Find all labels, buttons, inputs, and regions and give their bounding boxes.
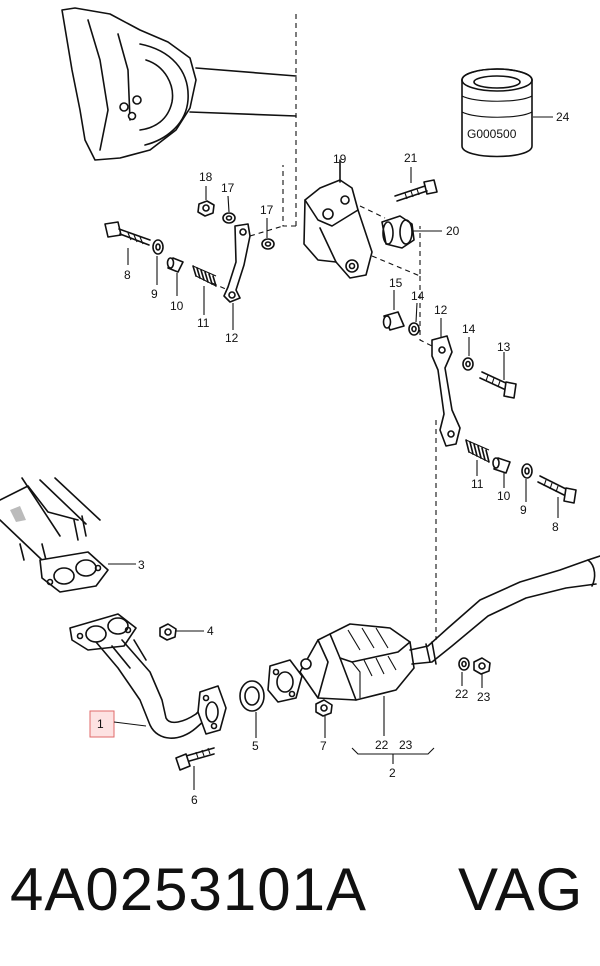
callout-15: 15 [389,276,403,290]
transmission-housing [61,7,297,227]
callout-1-highlight [89,710,115,738]
callout-17-left: 17 [221,181,235,195]
callout-24: 24 [556,110,570,124]
callout-14-left: 14 [411,289,425,303]
callout-23-right: 23 [477,690,491,704]
callout-18: 18 [199,170,213,184]
brand-name: VAG [458,856,583,923]
callout-13: 13 [497,340,511,354]
callout-11-right: 11 [471,477,484,491]
callout-6: 6 [191,793,198,807]
callout-9-upper: 9 [151,287,158,301]
callout-12-upper: 12 [225,331,239,345]
callout-8-right: 8 [552,520,559,534]
right-mount-assembly: 15 14 12 14 13 11 10 9 [382,276,577,640]
callout-3: 3 [138,558,145,572]
callout-21: 21 [404,151,418,165]
callout-4: 4 [207,624,214,638]
front-exhaust-pipe: 3 4 1 6 5 [0,477,265,807]
callout-14-right: 14 [462,322,476,336]
callout-17-right: 17 [260,203,274,217]
central-support-bracket: 19 21 20 [303,151,460,279]
callout-9-right: 9 [520,503,527,517]
callout-10-upper: 10 [170,299,184,313]
callout-12-right: 12 [434,303,448,317]
callout-10-right: 10 [497,489,511,503]
part-number: 4A0253101A [10,856,367,923]
callout-8-upper: 8 [124,268,131,282]
callout-22-right: 22 [455,687,469,701]
callout-20: 20 [446,224,460,238]
upper-left-mount-assembly: 8 9 10 11 12 17 17 18 [104,170,284,345]
footer: 4A0253101A VAG [10,856,583,923]
callout-22-converter: 22 [375,738,389,752]
bushing-stamp-text: G000500 [467,127,517,141]
callout-11-upper: 11 [197,316,210,330]
part-24-bushing: G000500 24 [461,68,570,158]
callout-2: 2 [389,766,396,780]
callout-19: 19 [333,152,347,166]
callout-7: 7 [320,739,327,753]
callout-1: 1 [97,717,104,731]
catalytic-converter: 7 22 23 2 22 23 [267,555,600,780]
callout-23-converter: 23 [399,738,413,752]
callout-5: 5 [252,739,259,753]
